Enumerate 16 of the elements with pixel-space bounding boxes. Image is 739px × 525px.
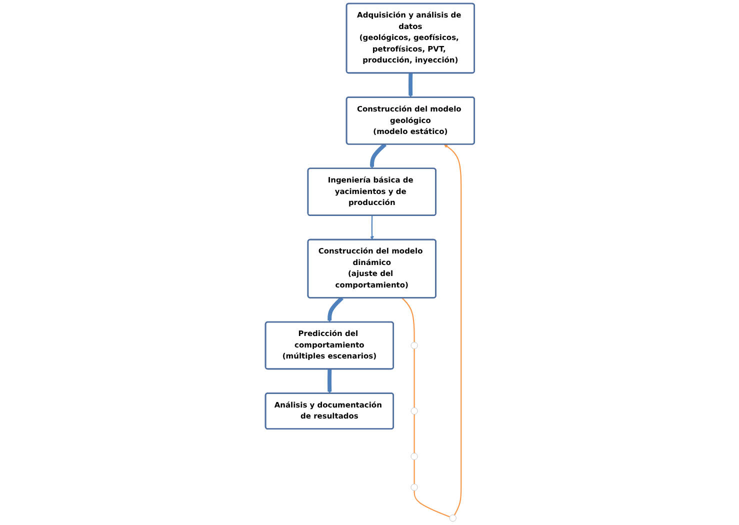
arrow <box>370 216 374 240</box>
arrow <box>327 369 332 394</box>
node-circle <box>410 342 418 349</box>
connector <box>413 414 414 454</box>
connector <box>413 460 414 484</box>
connector <box>401 298 414 342</box>
connector <box>413 348 414 408</box>
arrow <box>443 144 462 516</box>
node-circle <box>448 514 456 522</box>
arrow <box>327 296 344 322</box>
arrow <box>370 142 386 169</box>
connector <box>413 490 450 518</box>
node-circle <box>410 484 418 491</box>
node-circle <box>410 408 418 415</box>
arrow <box>408 73 412 98</box>
node-circle <box>410 452 418 460</box>
